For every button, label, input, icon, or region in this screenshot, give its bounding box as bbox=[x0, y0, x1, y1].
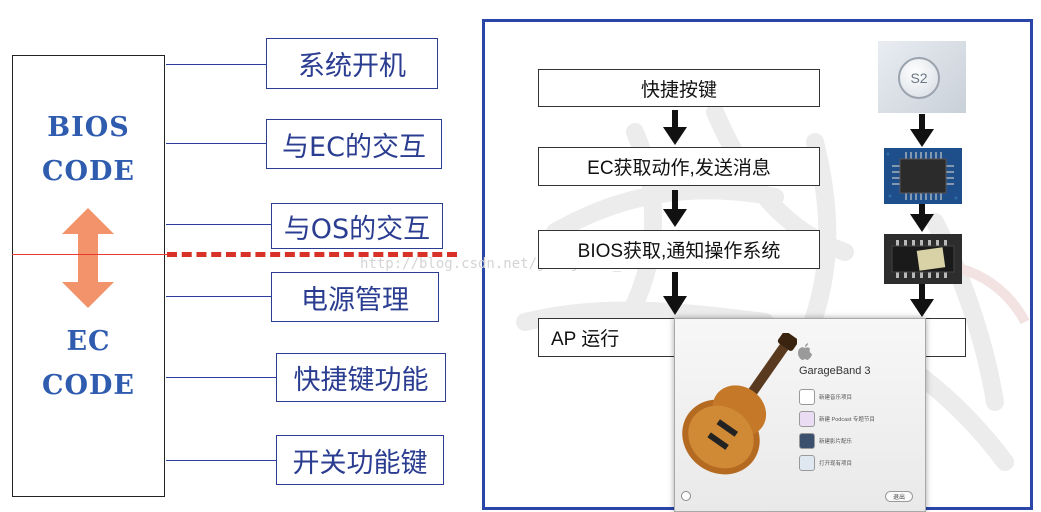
function-box-switch-key: 开关功能键 bbox=[276, 435, 444, 485]
function-box-ec-interaction: 与EC的交互 bbox=[266, 119, 442, 169]
music-project-icon bbox=[799, 389, 815, 405]
garageband-option-label: 新建 Podcast 专题节目 bbox=[819, 417, 875, 423]
down-arrow-icon bbox=[663, 190, 687, 227]
down-arrow-icon bbox=[663, 272, 687, 315]
bios-code-label: BIOS CODE bbox=[12, 106, 165, 194]
connector-line bbox=[166, 377, 276, 378]
down-arrow-icon bbox=[663, 110, 687, 145]
down-arrow-icon bbox=[910, 284, 934, 317]
chip-icon bbox=[891, 240, 955, 278]
apple-logo-icon bbox=[798, 343, 812, 360]
ec-chip-photo bbox=[884, 148, 962, 204]
ec-code-line-2: CODE bbox=[41, 370, 135, 401]
quit-button[interactable]: 退出 bbox=[885, 491, 913, 502]
garageband-title: GarageBand 3 bbox=[799, 365, 871, 377]
garageband-option[interactable]: 新建音乐项目 bbox=[799, 389, 852, 405]
help-icon[interactable] bbox=[681, 491, 691, 501]
button-photo: S2 bbox=[878, 41, 966, 113]
connector-line bbox=[166, 224, 272, 225]
connector-line bbox=[166, 64, 267, 65]
s2-button-icon: S2 bbox=[898, 57, 940, 99]
guitar-icon bbox=[682, 333, 797, 475]
bios-chip-photo bbox=[884, 234, 962, 284]
function-box-os-interaction: 与OS的交互 bbox=[271, 203, 443, 249]
chip-icon bbox=[886, 152, 958, 200]
double-arrow-icon bbox=[62, 208, 114, 308]
down-arrow-icon bbox=[910, 199, 934, 232]
garageband-window: GarageBand 3 新建音乐项目 新建 Podcast 专题节目 新建影片… bbox=[674, 318, 926, 512]
garageband-option-label: 新建音乐项目 bbox=[819, 395, 853, 401]
garageband-option[interactable]: 新建影片配乐 bbox=[799, 433, 852, 449]
garageband-option[interactable]: 打开现有项目 bbox=[799, 455, 852, 471]
function-box-hotkey: 快捷键功能 bbox=[276, 353, 446, 402]
garageband-option[interactable]: 新建 Podcast 专题节目 bbox=[799, 411, 875, 427]
open-project-icon bbox=[799, 455, 815, 471]
connector-line bbox=[166, 460, 276, 461]
podcast-icon bbox=[799, 411, 815, 427]
movie-score-icon bbox=[799, 433, 815, 449]
bios-code-line-2: CODE bbox=[41, 156, 135, 187]
flow-step-hotkey: 快捷按键 bbox=[538, 69, 820, 107]
flow-step-ec-capture: EC获取动作,发送消息 bbox=[538, 147, 820, 186]
dashed-divider-line bbox=[167, 252, 457, 257]
garageband-option-label: 打开现有项目 bbox=[819, 461, 853, 467]
bios-code-line-1: BIOS bbox=[47, 112, 130, 143]
function-box-power-on: 系统开机 bbox=[266, 38, 438, 89]
garageband-option-label: 新建影片配乐 bbox=[819, 439, 853, 445]
flow-step-bios-notify: BIOS获取,通知操作系统 bbox=[538, 230, 820, 269]
connector-line bbox=[166, 143, 267, 144]
connector-line bbox=[166, 296, 272, 297]
function-box-power-management: 电源管理 bbox=[271, 272, 439, 322]
ec-code-line-1: EC bbox=[66, 326, 111, 357]
down-arrow-icon bbox=[910, 114, 934, 147]
ec-code-label: EC CODE bbox=[12, 320, 165, 408]
divider-line bbox=[12, 254, 167, 255]
